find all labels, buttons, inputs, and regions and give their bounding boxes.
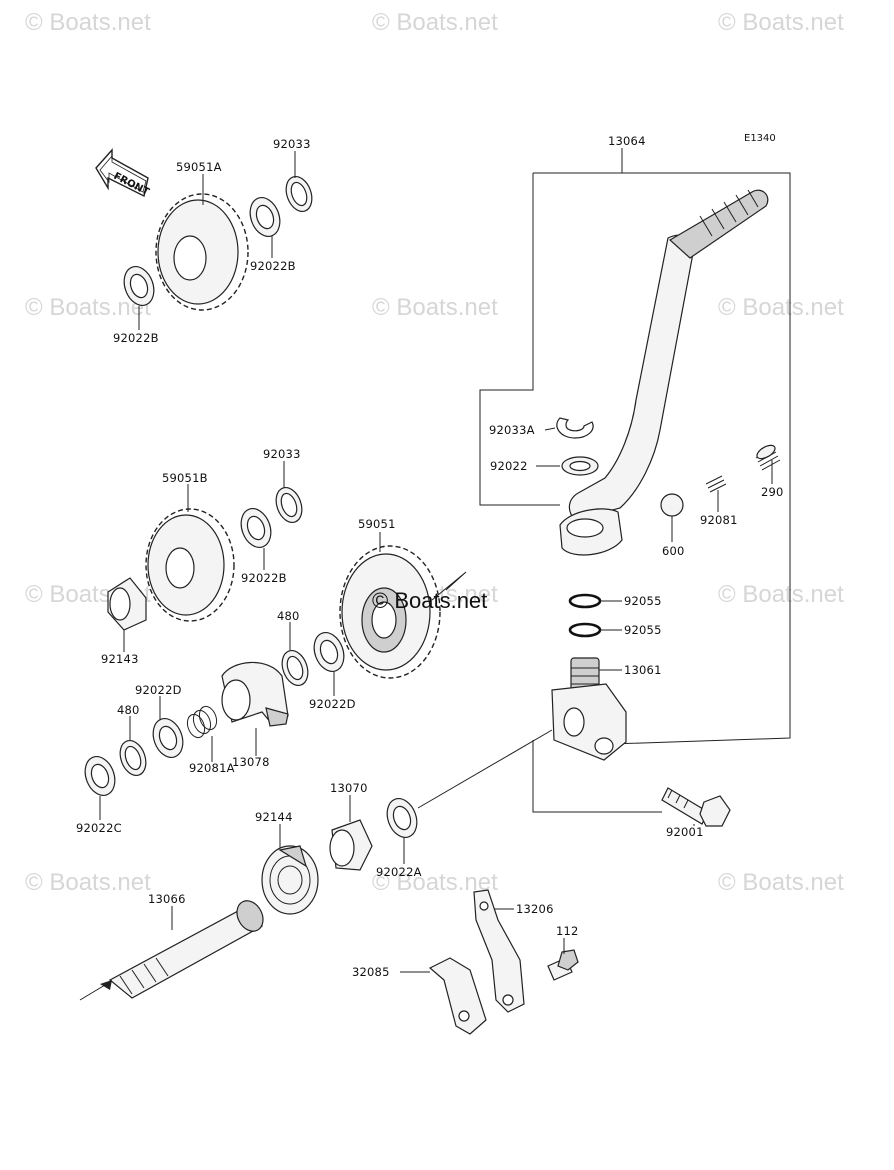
leader-lines <box>99 151 773 973</box>
part-label: 59051A <box>176 160 222 174</box>
kick-pedal-arm <box>559 189 769 556</box>
o-ring-92055 <box>568 622 602 638</box>
watermark: © Boats.net <box>718 581 844 608</box>
watermark: © Boats.net <box>718 869 844 896</box>
spring-92081 <box>705 475 727 493</box>
gear-59051b <box>145 508 235 622</box>
guide-13070 <box>329 819 373 871</box>
part-label: 92022D <box>135 683 182 697</box>
collar-92143 <box>107 577 147 631</box>
part-label: 92022B <box>241 571 287 585</box>
part-label: 480 <box>277 609 300 623</box>
part-label: 92033A <box>489 423 535 437</box>
washer-92022a <box>386 798 418 838</box>
part-label: 92001 <box>666 825 704 839</box>
ratchet-13078 <box>221 661 289 727</box>
part-label: 92055 <box>624 594 662 608</box>
watermark: © Boats.net <box>372 9 498 36</box>
ball-600 <box>660 493 684 517</box>
plate-13206 <box>473 889 525 1013</box>
washer-92022c <box>84 756 116 796</box>
part-label: 92055 <box>624 623 662 637</box>
washer-92022b <box>240 508 272 548</box>
kick-boss-13061 <box>551 657 627 761</box>
part-label: 92081A <box>189 761 235 775</box>
part-label: 92022B <box>250 259 296 273</box>
guide-32085 <box>428 957 487 1035</box>
watermark: © Boats.net <box>718 9 844 36</box>
part-label: 13078 <box>232 755 270 769</box>
watermark: © Boats.net <box>718 294 844 321</box>
watermark: © Boats.net <box>25 869 151 896</box>
part-label: 92022A <box>376 865 422 879</box>
part-labels: 13064 59051A 92033 92022B 92022B 92033A … <box>76 134 784 979</box>
o-ring-92055 <box>568 593 602 609</box>
watermark: © Boats.net <box>25 9 151 36</box>
washer-92022b <box>123 266 155 306</box>
part-label: 13061 <box>624 663 662 677</box>
part-label: 32085 <box>352 965 390 979</box>
part-label: 92144 <box>255 810 293 824</box>
gear-59051a <box>155 193 249 311</box>
part-label: 92081 <box>700 513 738 527</box>
part-label: 59051 <box>358 517 396 531</box>
leader-line <box>417 729 553 809</box>
part-label: 92033 <box>273 137 311 151</box>
part-label: 92143 <box>101 652 139 666</box>
part-label: 59051B <box>162 471 208 485</box>
part-label: 92022 <box>490 459 528 473</box>
gear-59051 <box>339 545 467 679</box>
bolt-112 <box>547 949 579 981</box>
part-label: 112 <box>556 924 579 938</box>
diagram-code: E1340 <box>744 133 776 144</box>
part-label: 13206 <box>516 902 554 916</box>
front-arrow-icon: FRONT <box>95 148 151 198</box>
washer-92022d <box>313 632 345 672</box>
part-label: 92022D <box>309 697 356 711</box>
part-label: 600 <box>662 544 685 558</box>
washer-92022b <box>249 197 281 237</box>
spring-290 <box>755 444 781 471</box>
bolt-92001 <box>661 787 731 827</box>
part-label: 92022B <box>113 331 159 345</box>
watermark: © Boats.net <box>372 294 498 321</box>
spring-92144 <box>261 845 319 915</box>
part-label: 92022C <box>76 821 122 835</box>
part-label: 13064 <box>608 134 646 148</box>
part-label: 480 <box>117 703 140 717</box>
washer-92022 <box>561 456 599 476</box>
part-label: 290 <box>761 485 784 499</box>
part-label: 92033 <box>263 447 301 461</box>
center-watermark: © Boats.net <box>372 588 487 613</box>
assembly-outline-13064 <box>479 148 791 813</box>
part-label: 13070 <box>330 781 368 795</box>
washer-92022d <box>152 718 184 758</box>
kick-shaft-13066 <box>79 900 264 1001</box>
spring-92081a <box>186 705 218 739</box>
circlip-92033a <box>556 417 594 439</box>
watermark-layer: © Boats.net © Boats.net © Boats.net © Bo… <box>25 9 844 896</box>
part-label: 13066 <box>148 892 186 906</box>
